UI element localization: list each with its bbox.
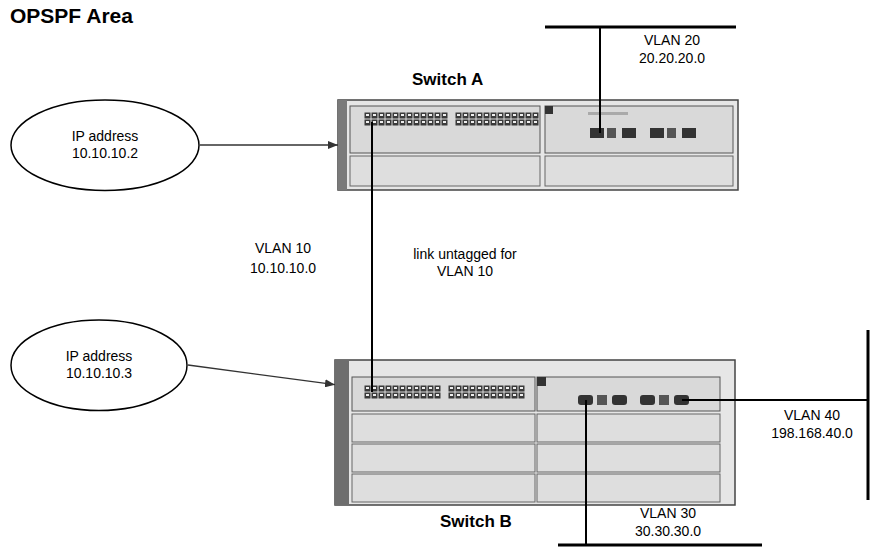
switch-label-box: Switch B [440, 512, 512, 532]
port [607, 128, 616, 138]
vlan-bus [558, 544, 762, 547]
switch-label-box: Switch A [412, 70, 483, 90]
network-label: 198.168.40.0 [771, 425, 853, 442]
callout-text-box: IP address 10.10.10.2 [10, 99, 200, 192]
port [682, 128, 696, 138]
callout-text-box: IP address 10.10.10.3 [10, 319, 188, 412]
module-latch [545, 106, 553, 114]
vlan-bus [545, 26, 736, 29]
switch-box: Switch A [338, 100, 738, 190]
blank-panel [537, 474, 720, 502]
switch-box: Switch B [335, 360, 735, 505]
port [612, 395, 627, 405]
port-grid [364, 385, 441, 399]
vlan-drop [599, 27, 601, 133]
switch-chassis [335, 360, 735, 505]
port [597, 395, 607, 405]
callout-ellipse: IP address 10.10.10.3 [10, 319, 188, 412]
port [640, 395, 655, 405]
port [659, 395, 669, 405]
blank-panel [545, 156, 733, 186]
port-module [350, 106, 540, 153]
blank-panel [352, 444, 535, 472]
port-grid [448, 385, 525, 399]
port [650, 128, 664, 138]
switch-chassis [338, 100, 738, 190]
chassis-strip [335, 360, 349, 505]
network-label: 30.30.30.0 [635, 523, 701, 540]
vlan-bus [867, 330, 870, 500]
network-label: VLAN 40 [784, 407, 840, 424]
link-cable [371, 122, 373, 190]
link-label: link untagged for VLAN 10 [398, 245, 532, 281]
port-grid [364, 112, 448, 126]
module-latch [537, 377, 546, 386]
callout-arrow [200, 144, 338, 145]
link-line [371, 190, 373, 360]
callout-ellipse: IP address 10.10.10.2 [10, 99, 200, 192]
vlan-drop [682, 399, 868, 401]
link-cable [371, 360, 373, 392]
switch-name: Switch A [412, 70, 483, 90]
network-label: 10.10.10.0 [250, 260, 316, 277]
blank-panel [352, 474, 535, 502]
diagram-title: OPSPF Area [10, 4, 133, 28]
blank-panel [537, 444, 720, 472]
blank-panel [537, 414, 720, 442]
network-label: VLAN 30 [640, 505, 696, 522]
port-module [352, 377, 535, 411]
chassis-body [335, 360, 735, 505]
blank-panel [350, 156, 540, 186]
chassis-body [338, 100, 738, 190]
network-segment [372, 27, 868, 545]
network-label: 20.20.20.0 [639, 50, 705, 67]
port [590, 128, 604, 138]
callout-arrow [188, 365, 335, 385]
network-label: VLAN 20 [644, 32, 700, 49]
vlan-drop [585, 400, 587, 545]
ellipse-outline [11, 320, 187, 411]
blank-panel [352, 414, 535, 442]
port [667, 128, 676, 138]
chassis-strip [338, 100, 347, 190]
module-mark [588, 112, 628, 115]
network-label: VLAN 10 [255, 240, 311, 257]
port-module [545, 106, 733, 153]
switch-name: Switch B [440, 512, 512, 532]
callout-text: IP address 10.10.10.3 [55, 348, 143, 382]
callout-text: IP address 10.10.10.2 [61, 128, 149, 162]
ellipse-outline [11, 100, 199, 191]
port-module [537, 377, 720, 411]
port-grid [455, 112, 539, 126]
port [622, 128, 636, 138]
